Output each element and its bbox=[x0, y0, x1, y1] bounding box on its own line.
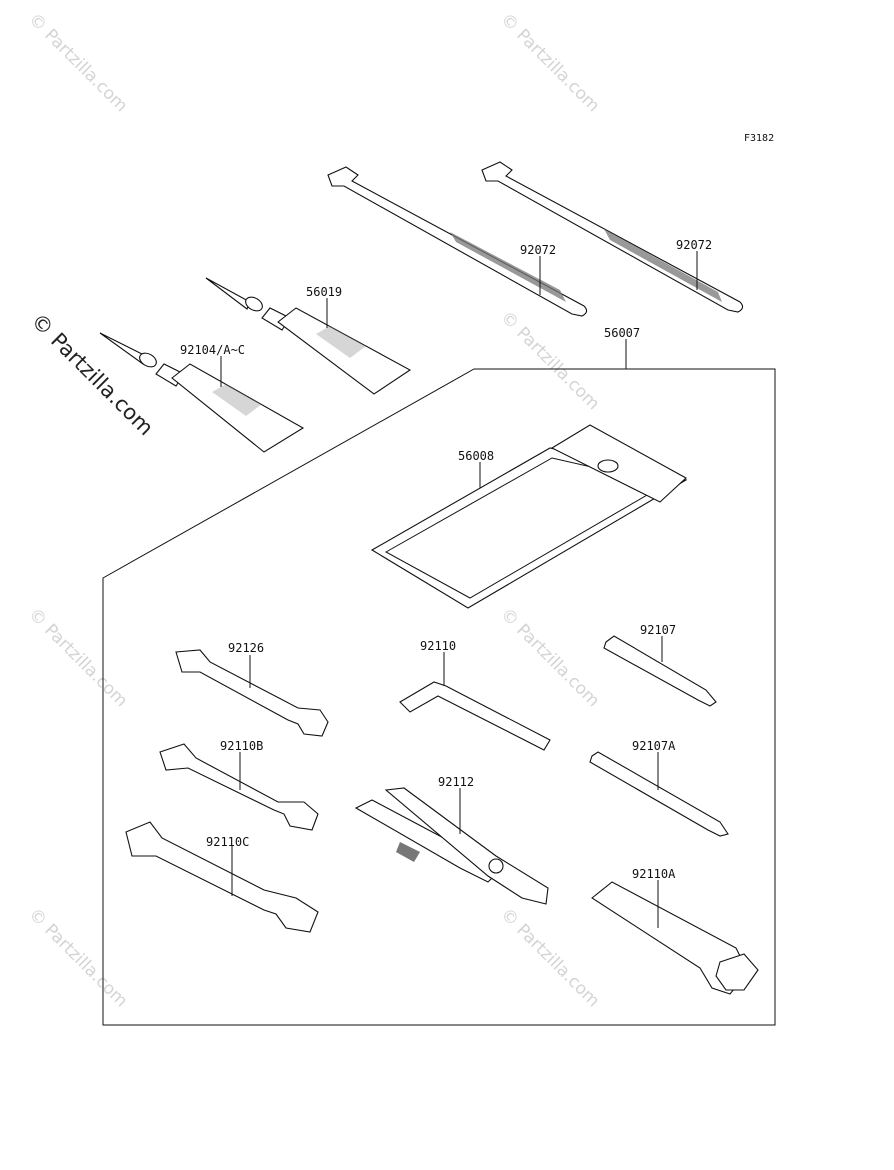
box-wrench bbox=[591, 881, 759, 995]
callout-wrench-3: 92110C bbox=[206, 835, 249, 849]
callout-pliers: 92112 bbox=[438, 775, 474, 789]
callout-screwdriver-1: 92107 bbox=[640, 623, 676, 637]
watermark-4: © Partzilla.com bbox=[24, 604, 131, 711]
tool-bag bbox=[370, 424, 688, 609]
tube-large bbox=[99, 332, 305, 453]
tool-kit-boundary bbox=[102, 368, 776, 1026]
watermark-6: © Partzilla.com bbox=[24, 904, 131, 1011]
figure-code: F3182 bbox=[744, 133, 774, 144]
cable-tie-left bbox=[327, 166, 588, 317]
watermark-2: © Partzilla.com bbox=[496, 9, 603, 116]
callout-screwdriver-2: 92107A bbox=[632, 739, 676, 753]
wrench-92110B bbox=[159, 743, 319, 831]
callout-tie-right: 92072 bbox=[676, 238, 712, 252]
callout-tie-left: 92072 bbox=[520, 243, 556, 257]
wrench-92126 bbox=[175, 649, 329, 737]
callout-bag: 56008 bbox=[458, 449, 494, 463]
watermark-3: © Partzilla.com bbox=[496, 307, 603, 414]
watermark-main: © Partzilla.com bbox=[26, 309, 158, 441]
wrench-92110C bbox=[125, 821, 319, 933]
screwdriver-92107 bbox=[603, 635, 717, 707]
callout-tool-kit: 56007 bbox=[604, 326, 640, 340]
screwdriver-92107A bbox=[589, 751, 729, 837]
callout-hex-key: 92110 bbox=[420, 639, 456, 653]
tube-small bbox=[205, 277, 412, 395]
callout-tube-large: 92104/A~C bbox=[180, 343, 245, 357]
watermark-7: © Partzilla.com bbox=[496, 904, 603, 1011]
callout-box-wrench: 92110A bbox=[632, 867, 676, 881]
pliers bbox=[354, 787, 549, 905]
watermark-1: © Partzilla.com bbox=[24, 9, 131, 116]
callout-wrench-1: 92126 bbox=[228, 641, 264, 655]
watermark-5: © Partzilla.com bbox=[496, 604, 603, 711]
hex-key bbox=[399, 681, 551, 751]
callout-tube-small: 56019 bbox=[306, 285, 342, 299]
cable-tie-right bbox=[481, 161, 744, 313]
callout-wrench-2: 92110B bbox=[220, 739, 263, 753]
